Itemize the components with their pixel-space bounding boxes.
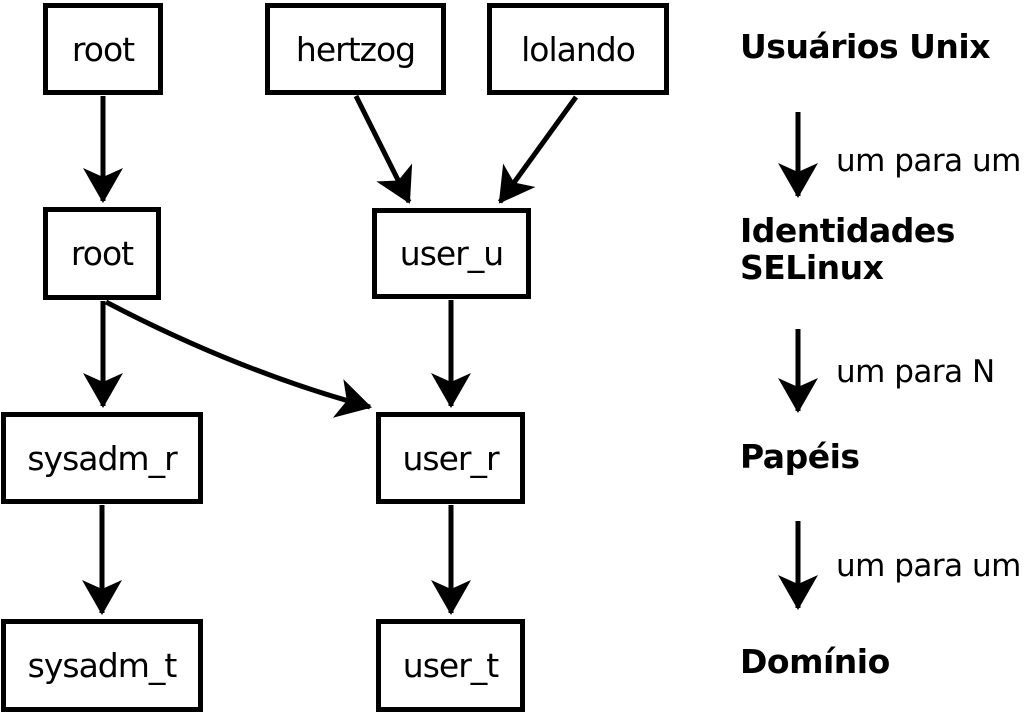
node-root-unix-label: root: [71, 29, 135, 69]
node-sysadm-r-label: sysadm_r: [27, 438, 177, 478]
legend-title-roles: Papéis: [740, 437, 860, 476]
node-lolando-label: lolando: [521, 29, 636, 69]
node-root-selinux-label: root: [70, 234, 134, 273]
legend-title-identities-line1: Identidades: [740, 211, 955, 250]
node-hertzog-label: hertzog: [295, 29, 416, 69]
node-hertzog: hertzog: [265, 3, 446, 95]
node-user-r: user_r: [376, 412, 525, 504]
legend-rel-unix-to-identity: um para um: [836, 143, 1021, 179]
legend-title-identities-line2: SELinux: [740, 248, 884, 287]
node-root-selinux: root: [43, 207, 161, 300]
node-user-t: user_t: [376, 619, 525, 712]
legend-title-domain: Domínio: [740, 642, 890, 681]
legend-rel-role-to-domain: um para um: [836, 548, 1021, 584]
node-user-u-label: user_u: [399, 234, 504, 273]
arrow-hertzog-to-user-u: [353, 94, 413, 204]
arrow-root-to-user-r: [104, 299, 372, 418]
node-sysadm-t-label: sysadm_t: [27, 646, 178, 685]
node-user-u: user_u: [372, 208, 531, 299]
legend-title-unix-users: Usuários Unix: [740, 27, 990, 66]
node-lolando: lolando: [487, 3, 669, 95]
legend-rel-identity-to-role: um para N: [836, 354, 995, 390]
node-root-unix: root: [43, 3, 163, 95]
node-user-t-label: user_t: [402, 646, 499, 685]
node-user-r-label: user_r: [402, 438, 499, 478]
legend-title-identities: Identidades SELinux: [740, 212, 955, 286]
node-sysadm-r: sysadm_r: [1, 412, 203, 504]
arrow-lolando-to-user-u: [497, 95, 579, 204]
node-sysadm-t: sysadm_t: [1, 619, 203, 712]
